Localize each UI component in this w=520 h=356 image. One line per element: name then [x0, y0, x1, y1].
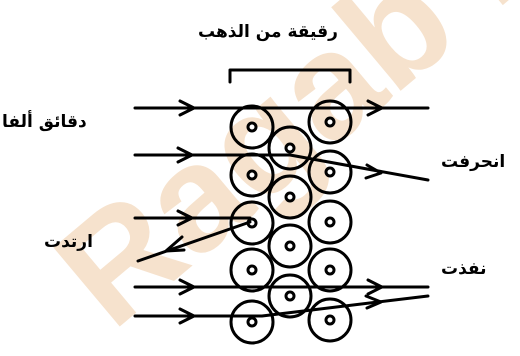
nucleus — [324, 264, 336, 276]
nucleus — [284, 240, 296, 252]
arrowhead — [366, 99, 384, 117]
bounced-label: ارتدت — [44, 232, 93, 252]
alpha-path-deflected — [133, 153, 430, 182]
gold-atom — [267, 174, 313, 220]
gold-atom — [229, 104, 275, 150]
nucleus — [284, 191, 296, 203]
gold-atom — [307, 99, 353, 145]
gold-atom — [229, 299, 275, 345]
alpha-path-slight-deflection — [133, 294, 430, 318]
nucleus — [284, 142, 296, 154]
deflected-label: انحرفت — [441, 152, 506, 172]
nucleus — [246, 169, 258, 181]
nucleus — [324, 314, 336, 326]
alpha-particles-label: دقائق ألفا — [2, 112, 87, 132]
gold-atom — [267, 273, 313, 319]
arrowhead — [176, 209, 194, 227]
nucleus — [246, 121, 258, 133]
gold-atom — [307, 199, 353, 245]
arrowhead — [364, 294, 383, 310]
alpha-path-rebound — [136, 220, 252, 263]
gold-atom — [229, 247, 275, 293]
nucleus — [246, 316, 258, 328]
nucleus — [246, 264, 258, 276]
nucleus — [324, 166, 336, 178]
arrowhead — [178, 99, 196, 117]
foil-bracket — [228, 68, 352, 84]
arrowhead — [364, 163, 383, 180]
arrowhead — [178, 307, 196, 325]
nucleus — [324, 116, 336, 128]
nucleus — [284, 290, 296, 302]
gold-atom — [307, 297, 353, 343]
gold-atom — [229, 200, 275, 246]
passed-label: نفذت — [441, 259, 487, 279]
arrowhead — [366, 278, 384, 296]
gold-atom — [307, 247, 353, 293]
gold-atom — [267, 223, 313, 269]
arrowhead — [176, 146, 194, 164]
arrowhead — [178, 278, 196, 296]
arrowhead — [164, 235, 186, 253]
nucleus — [324, 216, 336, 228]
foil-title: رقيقة من الذهب — [198, 22, 338, 42]
gold-atom — [307, 149, 353, 195]
gold-atom — [267, 125, 313, 171]
